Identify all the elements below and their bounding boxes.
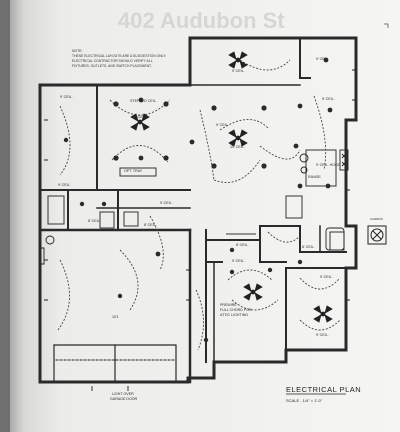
- carbon-detector-icon: [367, 225, 387, 245]
- svg-text:9' CEIL.: 9' CEIL.: [160, 201, 173, 205]
- ceiling-fan-icon: [130, 51, 333, 323]
- svg-text:10' CEIL.: 10' CEIL.: [230, 145, 245, 149]
- svg-text:RANGE: RANGE: [308, 175, 321, 179]
- svg-text:9' CEIL.: 9' CEIL.: [316, 57, 329, 61]
- svg-text:10'1: 10'1: [112, 315, 119, 319]
- svg-text:9' CEIL.: 9' CEIL.: [60, 95, 73, 99]
- svg-text:9' CEIL. HOOD: 9' CEIL. HOOD: [316, 163, 341, 167]
- drawing-scale: SCALE - 1/4" = 1'-0": [286, 398, 323, 403]
- carbon-label: CARBON: [370, 217, 383, 221]
- svg-text:FIXTURES, OUTLETS, AND SWITCH: FIXTURES, OUTLETS, AND SWITCH PLACEMENT.: [72, 64, 152, 68]
- svg-text:8' CEIL.: 8' CEIL.: [88, 219, 101, 223]
- kitchen-fixture-icon: [299, 149, 349, 174]
- svg-text:8' CEIL.: 8' CEIL.: [302, 245, 315, 249]
- svg-text:STEPPED CEIL.: STEPPED CEIL.: [130, 99, 157, 103]
- svg-text:9' CEIL.: 9' CEIL.: [216, 123, 229, 127]
- floor-plan-walls: [38, 36, 358, 384]
- svg-text:ELECTRICAL CONTRACTOR SHOULD V: ELECTRICAL CONTRACTOR SHOULD VERIFY ALL: [72, 59, 153, 63]
- room-labels: STEPPED CEIL. 10' CEIL. OPT. TRAY 9' CEI…: [58, 57, 341, 401]
- svg-text:OPT. TRAY: OPT. TRAY: [124, 169, 143, 173]
- svg-text:9' CEIL.: 9' CEIL.: [316, 333, 329, 337]
- wiring-arcs: [57, 59, 341, 351]
- dark-left-edge: [0, 0, 10, 432]
- svg-text:NOTE:: NOTE:: [72, 49, 82, 53]
- svg-text:GARAGE DOOR: GARAGE DOOR: [110, 397, 138, 401]
- svg-text:9' CEIL.: 9' CEIL.: [58, 183, 71, 187]
- svg-text:PREWIRE: PREWIRE: [220, 303, 237, 307]
- registration-mark: [384, 23, 389, 28]
- svg-text:THESE ELECTRICAL LAYOUTS ARE A: THESE ELECTRICAL LAYOUTS ARE A SUGGESTIO…: [72, 54, 166, 58]
- svg-text:9' CEIL.: 9' CEIL.: [320, 275, 333, 279]
- notes-block: NOTE: THESE ELECTRICAL LAYOUTS ARE A SUG…: [72, 49, 166, 68]
- svg-text:9' CEIL.: 9' CEIL.: [232, 259, 245, 263]
- svg-text:8' CEIL.: 8' CEIL.: [236, 243, 249, 247]
- drawing-title: ELECTRICAL PLAN: [286, 385, 361, 394]
- svg-text:9' CEIL.: 9' CEIL.: [232, 69, 245, 73]
- svg-text:ATTIC LIGHTING: ATTIC LIGHTING: [220, 313, 248, 317]
- svg-text:FULL CHORD FOR: FULL CHORD FOR: [220, 308, 252, 312]
- svg-text:10' CEIL.: 10' CEIL.: [132, 115, 147, 119]
- bathtub-icon: [285, 195, 345, 251]
- svg-text:LIGHT OVER: LIGHT OVER: [112, 392, 134, 396]
- recessed-light-icon: [63, 57, 333, 343]
- wall-fixture-icon: [40, 69, 356, 391]
- svg-text:9' CEIL.: 9' CEIL.: [322, 97, 335, 101]
- svg-text:8' CEIL.: 8' CEIL.: [144, 223, 157, 227]
- address-header: 402 Audubon St: [118, 8, 285, 33]
